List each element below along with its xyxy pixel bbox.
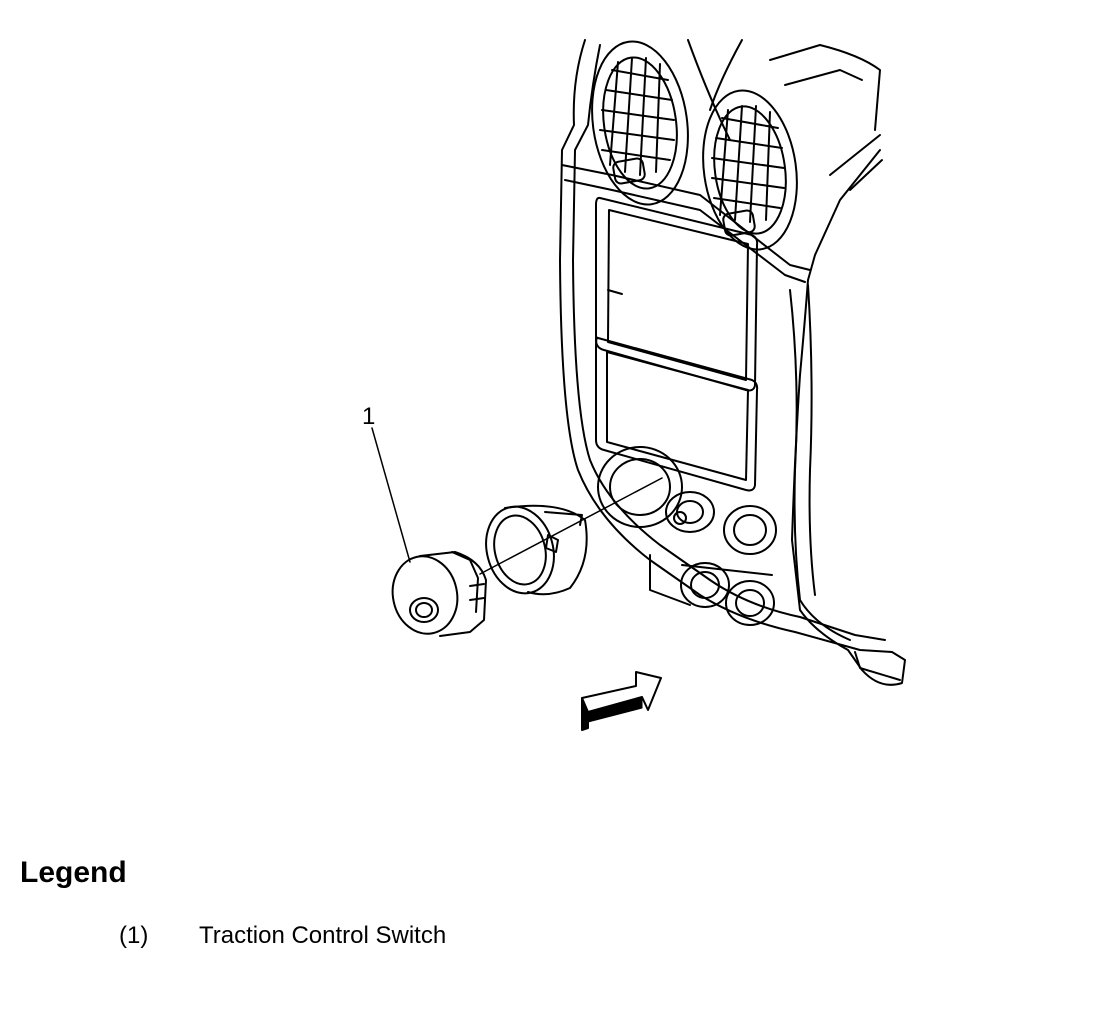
bezel-tab (854, 651, 901, 681)
leader-lines (371, 427, 663, 575)
dashboard-illustration (371, 39, 906, 731)
traction-control-switch (391, 551, 487, 637)
view-arrow-icon (581, 671, 662, 731)
right-air-vent (702, 89, 798, 251)
radio-opening-upper (595, 196, 759, 392)
radio-opening-lower (595, 336, 759, 492)
switch-retainer (485, 504, 588, 596)
dash-bezel (559, 39, 906, 686)
legend-item-label: Traction Control Switch (199, 922, 447, 949)
switch-openings (597, 446, 777, 626)
legend-title: Legend (20, 856, 127, 889)
legend-item-key: (1) (119, 922, 149, 949)
legend-item: (1) Traction Control Switch (0, 920, 1120, 952)
left-air-vent (591, 40, 689, 206)
callout-number: 1 (362, 403, 376, 430)
